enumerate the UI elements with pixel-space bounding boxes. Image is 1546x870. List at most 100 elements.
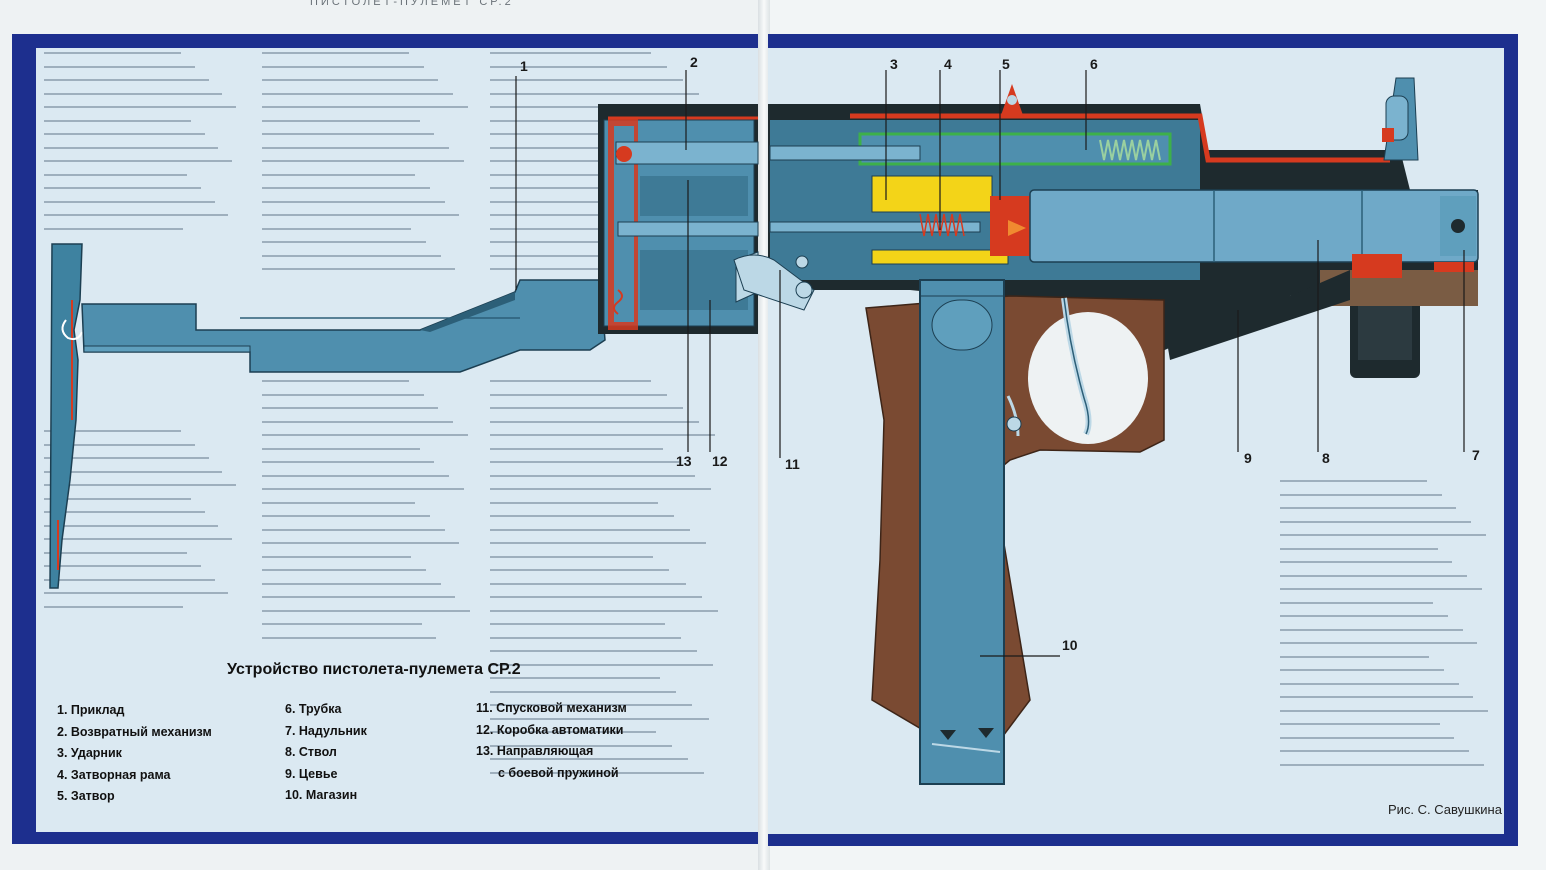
legend-item: 9. Цевье: [285, 766, 338, 781]
callout-10: 10: [1062, 637, 1078, 653]
callout-5: 5: [1002, 56, 1010, 72]
text-line: [1280, 493, 1442, 496]
text-line: [262, 380, 409, 382]
text-line: [262, 542, 460, 544]
legend-item: 3. Ударник: [57, 746, 122, 760]
text-line: [1280, 655, 1430, 658]
text-line: [1280, 520, 1472, 523]
text-line: [262, 636, 437, 639]
callout-1: 1: [520, 58, 528, 74]
callout-11: 11: [785, 456, 800, 472]
legend-column-2: 6. Трубка 7. Надульник 8. Ствол 9. Цевье…: [285, 699, 367, 807]
background-text-column-6: [1280, 480, 1490, 780]
legend-item: 4. Затворная рама: [57, 767, 171, 782]
leader-lines: [515, 70, 1465, 657]
text-line: [262, 609, 470, 612]
text-line: [44, 214, 229, 216]
text-line: [262, 488, 464, 490]
text-line: [490, 731, 656, 733]
text-line: [490, 474, 695, 477]
background-text-column-5: [490, 380, 720, 790]
trigger-mechanism: [733, 254, 1022, 437]
text-line: [44, 605, 184, 608]
text-line: [490, 663, 714, 666]
text-line: [44, 511, 205, 513]
text-line: [262, 474, 449, 477]
text-line: [490, 758, 688, 760]
text-line: [490, 393, 668, 396]
text-line: [262, 569, 426, 571]
text-line: [44, 52, 182, 54]
text-line: [490, 241, 670, 243]
text-line: [490, 187, 674, 189]
text-line: [490, 609, 718, 612]
text-line: [1280, 696, 1474, 698]
text-line: [262, 65, 424, 68]
text-line: [1280, 709, 1488, 712]
text-line: [1280, 534, 1486, 536]
text-line: [262, 241, 426, 243]
text-line: [44, 470, 223, 473]
text-line: [262, 407, 439, 409]
text-line: [490, 79, 684, 81]
text-line: [44, 173, 188, 176]
text-line: [1280, 547, 1438, 550]
text-line: [262, 268, 456, 270]
callout-7: 7: [1472, 447, 1480, 463]
text-line: [1280, 588, 1482, 590]
text-line: [262, 254, 441, 257]
illustration-credit: Рис. С. Савушкина: [1388, 802, 1502, 817]
text-line: [262, 596, 456, 598]
text-line: [44, 227, 184, 230]
text-line: [262, 119, 420, 122]
text-line: [262, 173, 416, 176]
text-line: [490, 133, 679, 135]
text-line: [262, 515, 430, 517]
text-line: [262, 528, 445, 531]
legend-item: 12. Коробка автоматики: [476, 722, 624, 737]
text-line: [490, 173, 658, 176]
text-line: [262, 393, 424, 396]
text-line: [490, 119, 663, 122]
text-line: [1280, 615, 1448, 617]
text-line: [44, 538, 233, 540]
text-line: [44, 146, 219, 149]
text-line: [1280, 682, 1459, 685]
text-line: [44, 430, 182, 432]
legend-item: 7. Надульник: [285, 723, 367, 738]
text-line: [490, 690, 677, 693]
text-line: [490, 569, 670, 571]
text-line: [490, 744, 672, 747]
text-line: [490, 227, 654, 230]
text-line: [262, 106, 468, 108]
text-line: [490, 65, 668, 68]
text-line: [490, 461, 679, 463]
text-line: [490, 146, 695, 149]
text-line: [490, 200, 691, 203]
text-line: [1280, 574, 1467, 577]
legend-item: 5. Затвор: [57, 789, 115, 803]
text-line: [490, 650, 697, 652]
text-line: [44, 443, 195, 446]
text-line: [44, 106, 237, 108]
background-text-column-7: [44, 430, 240, 630]
legend-item: 2. Возвратный механизм: [57, 724, 212, 739]
legend-item: 10. Магазин: [285, 788, 358, 802]
text-line: [262, 623, 422, 625]
text-line: [490, 582, 686, 585]
text-line: [262, 146, 449, 149]
text-line: [490, 52, 651, 54]
magazine: [919, 279, 1005, 785]
callout-6: 6: [1090, 56, 1098, 72]
legend-item: 11. Спусковой механизм: [476, 701, 627, 715]
text-line: [490, 380, 651, 382]
text-line: [490, 542, 707, 544]
text-line: [262, 447, 420, 450]
text-line: [262, 555, 412, 558]
text-line: [44, 578, 215, 581]
text-line: [490, 596, 702, 598]
text-line: [490, 92, 700, 95]
text-line: [1280, 750, 1469, 752]
callout-13: 13: [676, 453, 692, 469]
